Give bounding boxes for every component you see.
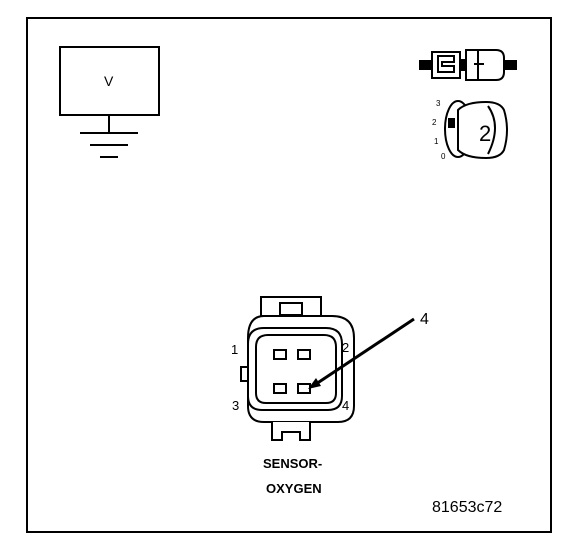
terminal-1 (273, 349, 287, 360)
connector-face (240, 296, 355, 441)
key-position-1: 1 (434, 137, 439, 146)
diagram-frame (26, 17, 552, 533)
key-position-0: 0 (441, 152, 446, 161)
connector-disconnect-icon (419, 49, 517, 81)
pin-label-1: 1 (231, 342, 239, 357)
ground-icon (80, 132, 138, 158)
terminal-4 (297, 383, 311, 394)
terminal-3 (273, 383, 287, 394)
connector-name-line1: SENSOR- (263, 456, 323, 471)
callout-label: 4 (420, 311, 429, 328)
pin-label-3: 3 (232, 398, 240, 413)
pin-label-2: 2 (342, 340, 350, 355)
figure-id: 81653c72 (432, 499, 503, 516)
connector-terminals (273, 349, 311, 394)
ignition-key-icon (444, 100, 508, 160)
voltmeter-symbol (59, 46, 160, 132)
connector-name-line2: OXYGEN (266, 481, 322, 496)
key-position-3: 3 (436, 99, 441, 108)
key-position-indicator: 2 (479, 121, 492, 146)
key-position-2: 2 (432, 118, 437, 127)
callout-arrow (308, 317, 415, 389)
terminal-2 (297, 349, 311, 360)
voltmeter-label: V (104, 73, 114, 89)
pin-label-4: 4 (342, 398, 350, 413)
